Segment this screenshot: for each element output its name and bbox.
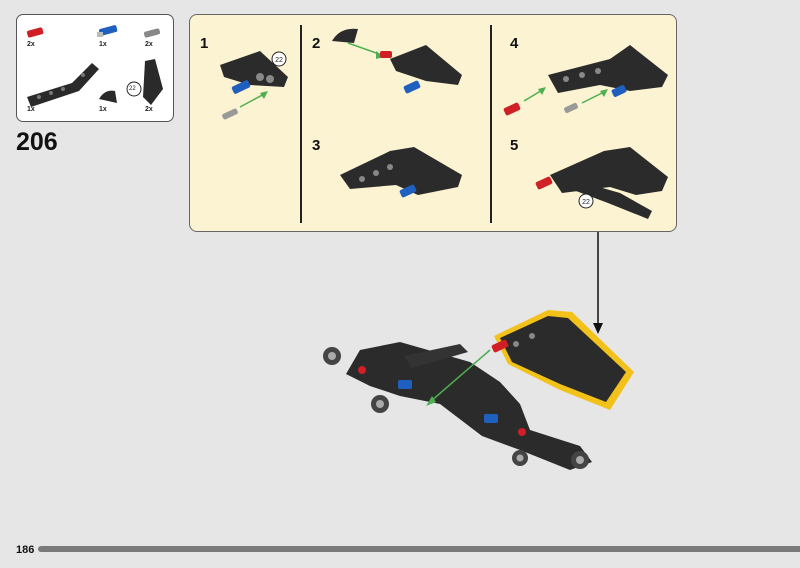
parts-illustration bbox=[26, 25, 163, 107]
substep-3-number: 3 bbox=[312, 137, 321, 154]
black-panel-icon bbox=[143, 59, 163, 105]
curved-panel-icon bbox=[99, 90, 117, 103]
blue-axle-pin-icon bbox=[97, 25, 118, 37]
qty-blue-axle-pin: 1x bbox=[99, 41, 107, 48]
progress-bar bbox=[38, 546, 800, 552]
substep-2-assembly bbox=[332, 28, 462, 94]
bent-liftarm-icon bbox=[27, 63, 99, 107]
callout-22-icon bbox=[578, 193, 594, 209]
substep-5-assembly: 22 bbox=[535, 147, 668, 219]
down-arrow-icon bbox=[593, 323, 603, 334]
divider bbox=[490, 25, 492, 223]
substep-3-assembly bbox=[340, 147, 462, 198]
substep-4-assembly bbox=[503, 45, 668, 116]
qty-black-panel: 2x bbox=[145, 106, 153, 113]
qty-curved-panel: 1x bbox=[99, 106, 107, 113]
main-frame bbox=[323, 342, 592, 470]
substep-1-number: 1 bbox=[200, 35, 209, 52]
callout-22-icon bbox=[126, 81, 142, 97]
callout-22-label: 22 bbox=[129, 86, 136, 92]
substeps-illustration: 22 bbox=[220, 28, 668, 219]
qty-bent-liftarm: 1x bbox=[27, 106, 35, 113]
substeps-panel: 1 2 3 4 5 22 bbox=[189, 14, 677, 232]
substep-4-number: 4 bbox=[510, 35, 519, 52]
callout-22-label: 22 bbox=[275, 57, 283, 64]
substep-1-assembly: 22 bbox=[220, 51, 288, 120]
divider bbox=[300, 25, 302, 223]
substep-5-number: 5 bbox=[510, 137, 519, 154]
assembly-arrow bbox=[429, 349, 491, 403]
page-number: 186 bbox=[16, 544, 35, 556]
step-number: 206 bbox=[16, 128, 58, 156]
parts-list: 2x 1x 2x 1x 1x 2x 22 bbox=[16, 14, 174, 122]
qty-red-axle-pin: 2x bbox=[27, 41, 35, 48]
qty-gray-pin: 2x bbox=[145, 41, 153, 48]
callout-22-icon bbox=[271, 51, 287, 67]
substep-2-number: 2 bbox=[312, 35, 321, 52]
highlighted-subassembly bbox=[491, 310, 634, 410]
gray-pin-icon bbox=[143, 28, 161, 38]
red-axle-pin-icon bbox=[26, 27, 44, 38]
callout-22-label: 22 bbox=[582, 199, 590, 206]
